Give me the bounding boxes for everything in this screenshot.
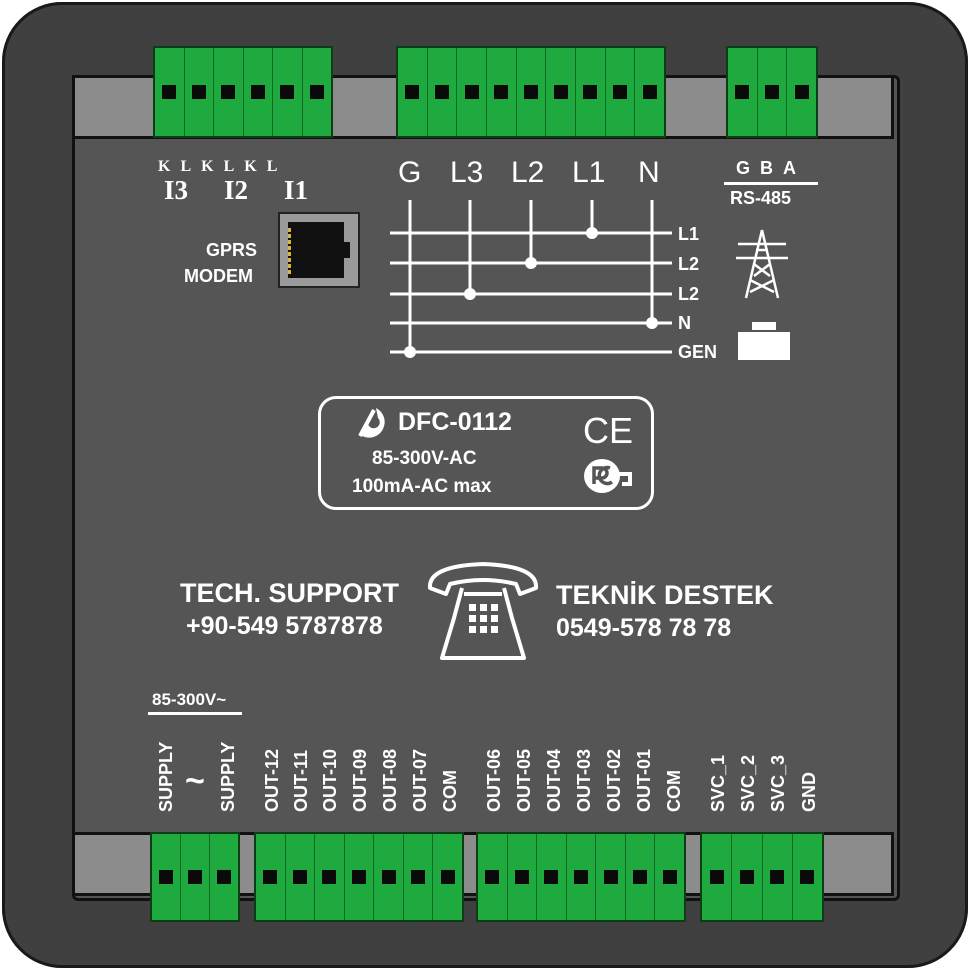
product-voltage: 85-300V-AC	[372, 448, 477, 469]
out-12-label: OUT-12	[262, 748, 282, 812]
support-phone-en: +90-549 5787878	[186, 612, 383, 640]
voltage-label-l3: L3	[450, 156, 484, 189]
voltage-label-l1: L1	[572, 156, 606, 189]
out-08-label: OUT-08	[380, 748, 400, 812]
com-a-label: COM	[440, 770, 460, 812]
product-model: DFC-0112	[398, 408, 512, 436]
outputs-a-terminal[interactable]	[254, 832, 464, 922]
out-11-label: OUT-11	[291, 749, 311, 812]
rs485-divider	[724, 182, 818, 185]
out-05-label: OUT-05	[514, 748, 534, 812]
brand-logo-icon	[358, 408, 385, 438]
com-b-label: COM	[664, 770, 684, 812]
out-09-label: OUT-09	[350, 748, 370, 812]
supply-left-label: SUPPLY	[156, 741, 176, 812]
modem-label-line1: GPRS	[206, 240, 258, 260]
out-06-label: OUT-06	[484, 748, 504, 812]
out-07-label: OUT-07	[410, 748, 430, 812]
svc1-label: SVC_1	[708, 754, 728, 812]
pct-certification-icon	[584, 459, 632, 493]
voltage-label-l2: L2	[511, 156, 545, 189]
voltage-label-n: N	[638, 156, 660, 189]
ce-mark: CE	[583, 410, 634, 451]
support-phone-tr: 0549-578 78 78	[556, 614, 732, 642]
supply-range-label: 85-300V~	[152, 690, 227, 709]
out-04-label: OUT-04	[544, 748, 564, 812]
gprs-modem-port[interactable]	[278, 212, 360, 288]
current-input-terminal[interactable]	[153, 46, 333, 138]
current-i3-label: I3	[164, 175, 189, 205]
support-title-en: TECH. SUPPORT	[180, 578, 400, 608]
out-03-label: OUT-03	[574, 748, 594, 812]
telephone-icon	[427, 562, 539, 660]
modem-label-line2: MODEM	[184, 266, 253, 286]
supply-divider	[148, 712, 242, 715]
product-current: 100mA-AC max	[352, 476, 492, 497]
product-label	[318, 396, 654, 510]
voltage-label-g: G	[398, 156, 422, 189]
supply-terminal[interactable]	[150, 832, 240, 922]
svc3-label: SVC_3	[768, 754, 788, 812]
out-02-label: OUT-02	[604, 748, 624, 812]
support-title-tr: TEKNİK DESTEK	[556, 580, 774, 610]
line-label-l2a: L2	[678, 254, 700, 274]
supply-tilde: ~	[185, 762, 205, 800]
out-01-label: OUT-01	[634, 748, 654, 812]
line-label-l2b: L2	[678, 284, 700, 304]
rs485-pin-labels: GBA	[736, 158, 807, 178]
current-i2-label: I2	[224, 175, 249, 205]
rear-panel	[72, 75, 900, 901]
service-terminal[interactable]	[700, 832, 824, 922]
power-tower-icon	[736, 229, 788, 299]
current-i1-label: I1	[284, 175, 309, 205]
voltage-input-terminal[interactable]	[396, 46, 666, 138]
out-10-label: OUT-10	[320, 748, 340, 812]
outputs-b-terminal[interactable]	[476, 832, 686, 922]
line-label-l1: L1	[678, 224, 700, 244]
rs485-terminal[interactable]	[726, 46, 818, 138]
svc2-label: SVC_2	[738, 754, 758, 812]
gnd-label: GND	[799, 772, 819, 812]
line-label-n: N	[678, 313, 691, 333]
rs485-label: RS-485	[730, 188, 792, 208]
line-label-gen: GEN	[678, 342, 718, 362]
supply-right-label: SUPPLY	[218, 741, 238, 812]
generator-icon	[738, 322, 790, 360]
